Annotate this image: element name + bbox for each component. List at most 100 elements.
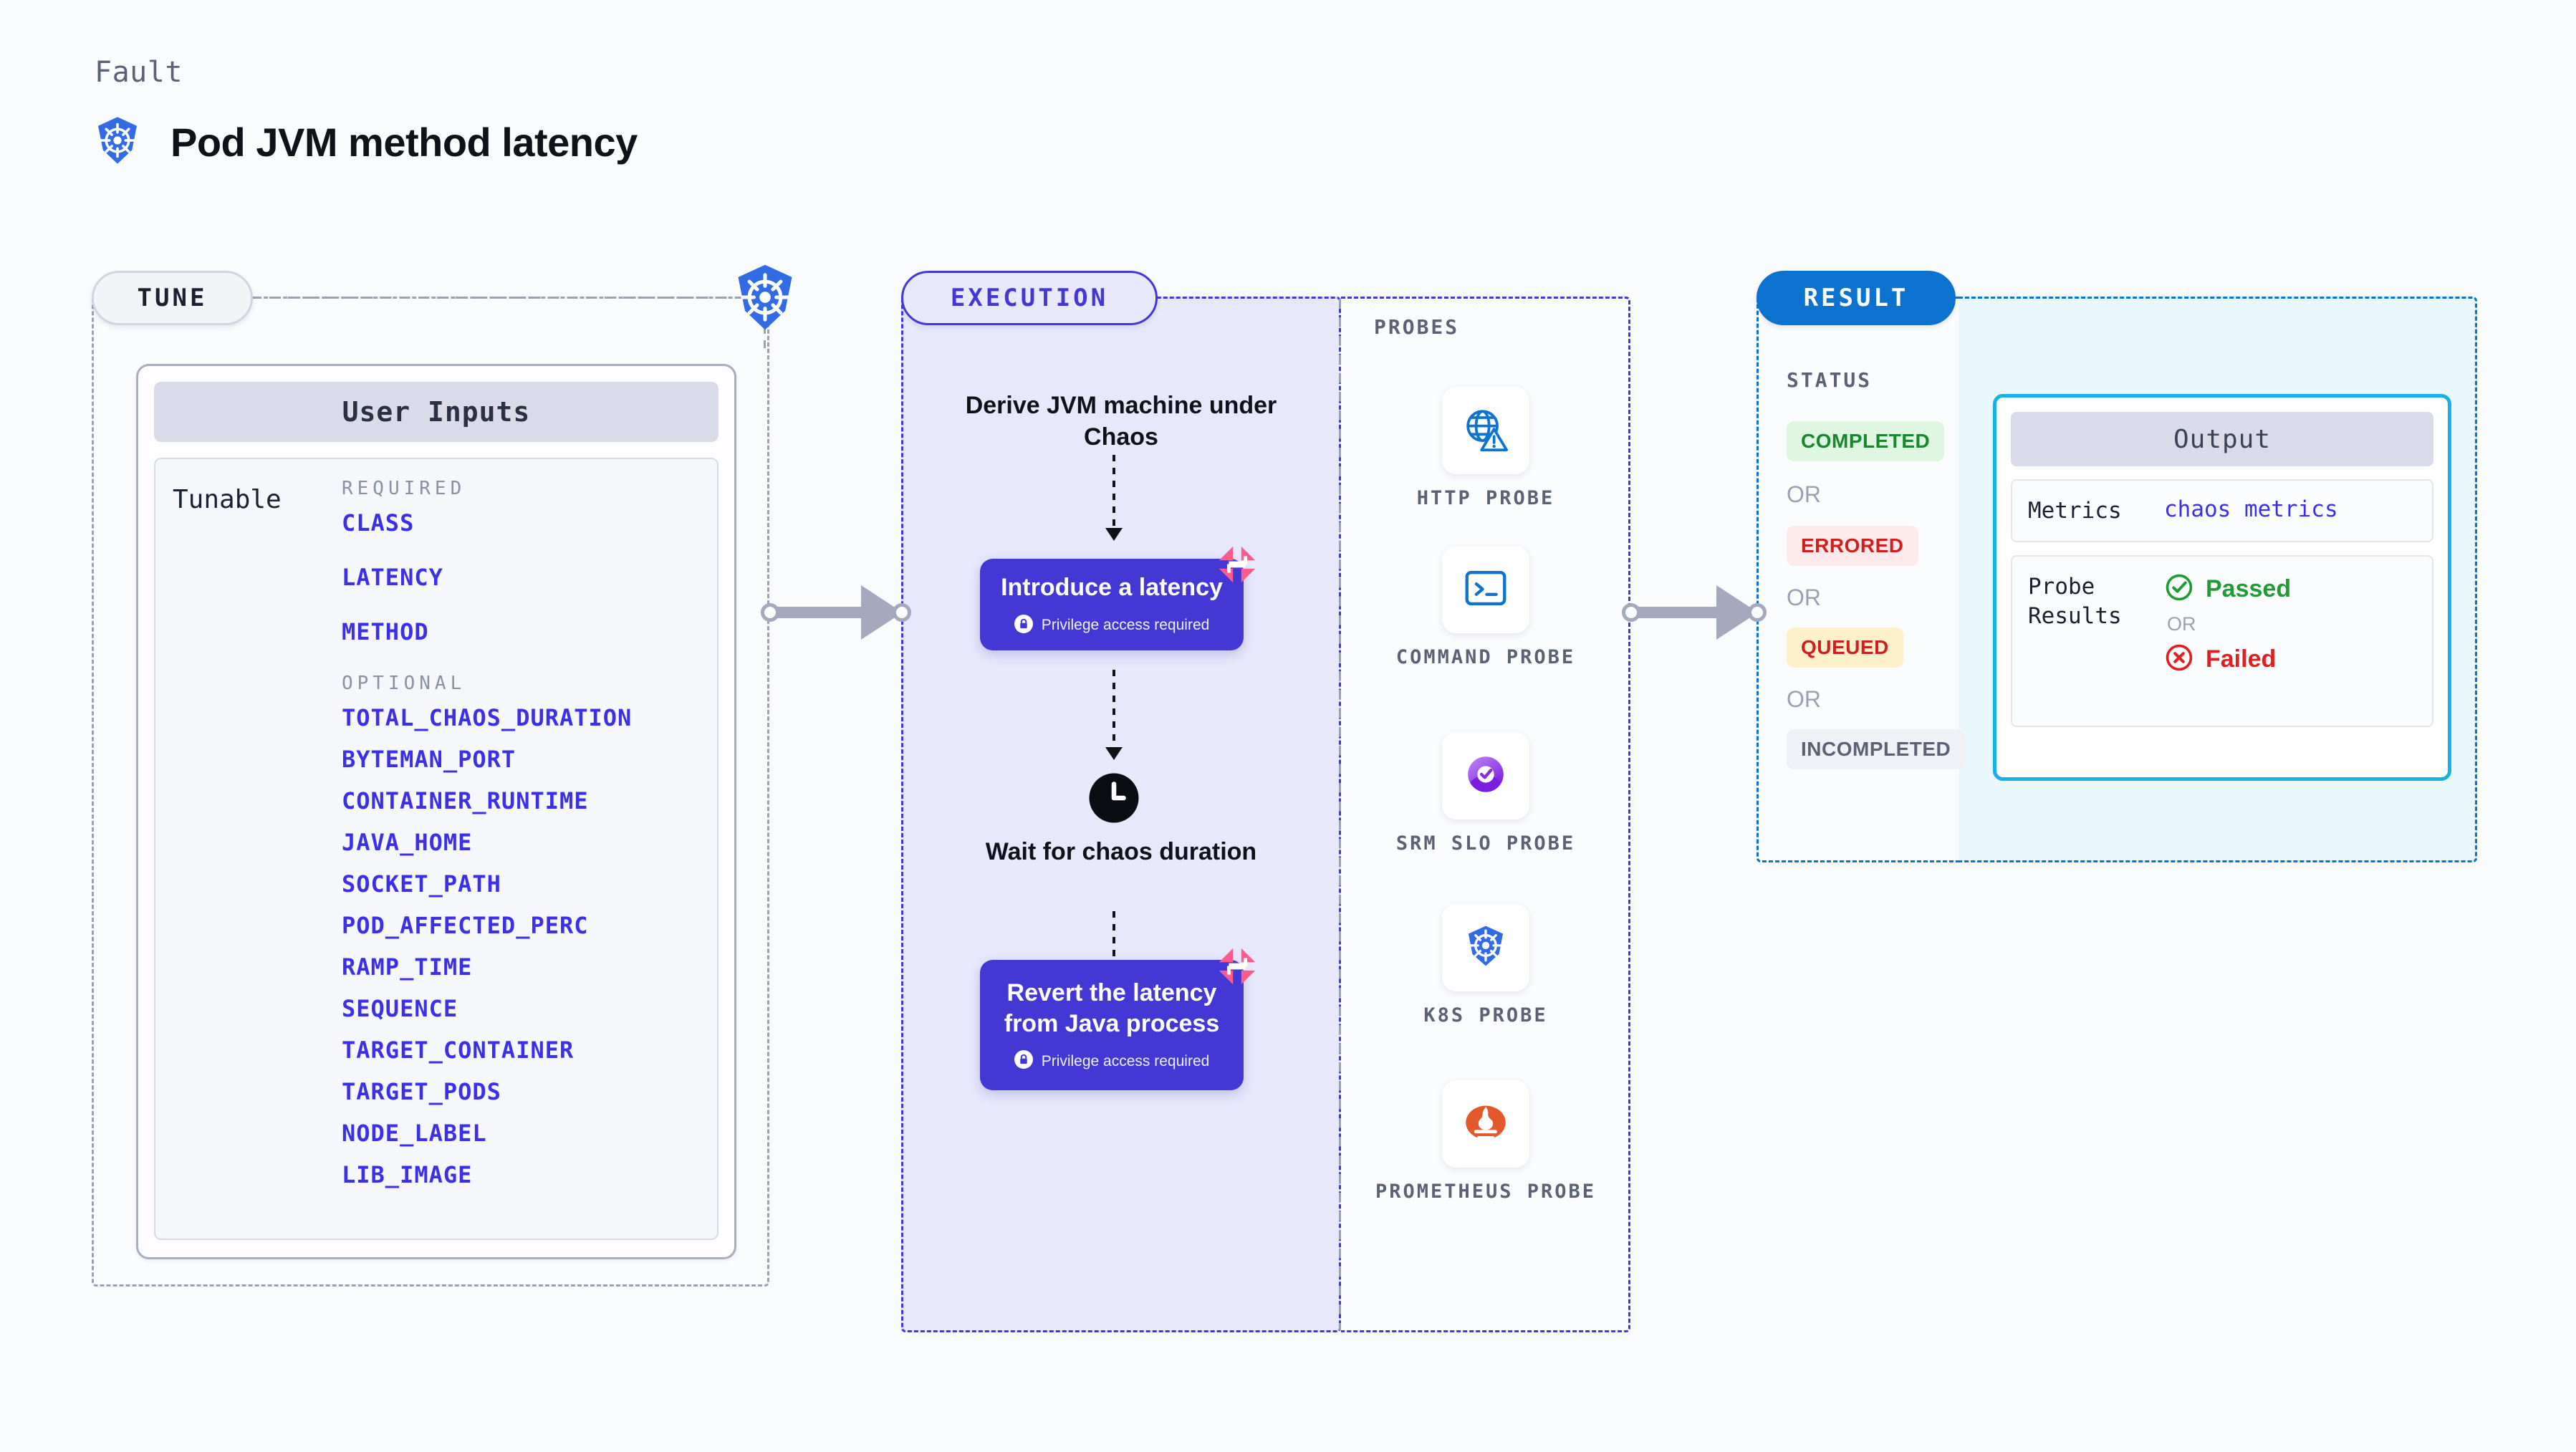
- arrow-line: [777, 607, 884, 618]
- lock-icon: [1014, 614, 1033, 637]
- page-header: Pod JVM method latency: [92, 115, 638, 170]
- status-label: STATUS: [1787, 368, 1873, 392]
- litmus-logo-icon: [1215, 542, 1259, 587]
- tune-connector-stub: [764, 326, 766, 352]
- parameter-item[interactable]: SEQUENCE: [342, 995, 458, 1022]
- probe-item-srm-slo[interactable]: SRM SLO PROBE: [1341, 732, 1630, 856]
- probe-label: HTTP PROBE: [1416, 487, 1555, 509]
- parameter-item[interactable]: LATENCY: [342, 564, 443, 591]
- parameter-item[interactable]: TOTAL_CHAOS_DURATION: [342, 704, 633, 731]
- probe-item-http[interactable]: HTTP PROBE: [1341, 387, 1630, 511]
- arrow-line: [1638, 607, 1739, 618]
- probe-result-or: OR: [2167, 613, 2196, 635]
- probe-results-values: Passed OR Failed: [2164, 572, 2291, 710]
- probe-item-command[interactable]: COMMAND PROBE: [1341, 546, 1630, 670]
- kubernetes-icon: [1461, 921, 1511, 975]
- probe-label: COMMAND PROBE: [1395, 646, 1576, 668]
- execution-step-3-title: Wait for chaos duration: [985, 838, 1257, 865]
- parameter-item[interactable]: SOCKET_PATH: [342, 870, 501, 898]
- probe-tile: [1442, 387, 1529, 474]
- execution-step-2-privilege: Privilege access required: [1014, 614, 1210, 637]
- execution-step-2-title: Introduce a latency: [1001, 574, 1223, 602]
- probe-item-k8s[interactable]: K8S PROBE: [1341, 904, 1630, 1028]
- clock-icon: [1088, 772, 1140, 824]
- user-inputs-title: User Inputs: [154, 382, 719, 442]
- probe-tile: [1442, 1080, 1529, 1168]
- status-or-2: OR: [1787, 585, 1821, 610]
- parameter-item[interactable]: NODE_LABEL: [342, 1120, 487, 1147]
- probe-label: SRM SLO PROBE: [1395, 832, 1576, 855]
- arrow-end-dot: [1748, 603, 1767, 622]
- parameter-item[interactable]: POD_AFFECTED_PERC: [342, 912, 589, 939]
- probe-tile: [1442, 546, 1529, 633]
- execution-step-1-title: Derive JVM machine under Chaos: [965, 392, 1277, 451]
- lock-icon: [1014, 1050, 1033, 1072]
- litmus-logo-icon: [1215, 944, 1259, 989]
- execution-connector-1: [1105, 455, 1123, 541]
- required-group-label: REQUIRED: [342, 478, 466, 499]
- execution-step-4-title: Revert the latency from Java process: [1004, 979, 1220, 1037]
- execution-pill: EXECUTION: [901, 271, 1158, 325]
- probe-label: PROMETHEUS PROBE: [1375, 1181, 1597, 1203]
- parameter-item[interactable]: LIB_IMAGE: [342, 1161, 473, 1188]
- flow-arrow-tune-to-execution: [761, 584, 911, 641]
- privilege-text: Privilege access required: [1041, 1052, 1210, 1069]
- probe-tile: [1442, 904, 1529, 991]
- kubernetes-badge-icon: [729, 261, 801, 333]
- metrics-label: Metrics: [2028, 498, 2122, 524]
- tunable-row-label: Tunable: [173, 485, 282, 514]
- user-inputs-card: User Inputs Tunable REQUIRED CLASS LATEN…: [136, 364, 736, 1259]
- required-parameter-list: CLASS LATENCY METHOD: [342, 509, 704, 645]
- parameter-item[interactable]: CLASS: [342, 509, 415, 537]
- terminal-icon: [1461, 563, 1511, 617]
- probe-result-passed: Passed: [2164, 572, 2291, 606]
- arrow-end-dot: [893, 603, 911, 622]
- parameter-item[interactable]: BYTEMAN_PORT: [342, 746, 516, 773]
- execution-step-4-privilege: Privilege access required: [1014, 1050, 1210, 1072]
- execution-step-4-box[interactable]: Revert the latency from Java process Pri…: [980, 960, 1244, 1090]
- output-card: Output Metrics chaos metrics Probe Resul…: [1993, 394, 2451, 781]
- execution-step-2-box[interactable]: Introduce a latency Privilege access req…: [980, 559, 1244, 650]
- execution-connector-2: [1105, 670, 1123, 760]
- parameter-item[interactable]: JAVA_HOME: [342, 829, 473, 856]
- parameter-item[interactable]: TARGET_CONTAINER: [342, 1037, 575, 1064]
- output-probe-results-row: Probe Results Passed OR: [2011, 555, 2433, 728]
- kubernetes-icon: [92, 115, 143, 170]
- probe-results-label: Probe Results: [2028, 574, 2122, 629]
- status-badge-completed: COMPLETED: [1787, 421, 1945, 461]
- status-or-1: OR: [1787, 481, 1821, 507]
- probe-label: K8S PROBE: [1423, 1004, 1548, 1027]
- parameters-column: REQUIRED CLASS LATENCY METHOD OPTIONAL T…: [342, 478, 717, 1239]
- page-title: Pod JVM method latency: [170, 120, 638, 165]
- parameter-item[interactable]: TARGET_PODS: [342, 1078, 501, 1105]
- status-badge-queued: QUEUED: [1787, 628, 1903, 668]
- user-inputs-body: Tunable REQUIRED CLASS LATENCY METHOD OP…: [154, 458, 719, 1240]
- page-kicker: Fault: [95, 56, 183, 89]
- tune-connector-line: [251, 297, 745, 299]
- status-or-3: OR: [1787, 686, 1821, 712]
- prometheus-icon: [1461, 1097, 1511, 1151]
- parameter-item[interactable]: CONTAINER_RUNTIME: [342, 787, 589, 814]
- status-badge-incompleted: INCOMPLETED: [1787, 729, 1966, 769]
- globe-warning-icon: [1461, 404, 1511, 458]
- parameter-item[interactable]: METHOD: [342, 618, 429, 645]
- status-badge-errored: ERRORED: [1787, 526, 1918, 566]
- passed-label: Passed: [2206, 575, 2292, 603]
- probe-item-prometheus[interactable]: PROMETHEUS PROBE: [1341, 1080, 1630, 1204]
- flow-arrow-probes-to-result: [1622, 584, 1767, 641]
- x-circle-icon: [2164, 643, 2194, 676]
- tune-pill: TUNE: [92, 271, 253, 325]
- output-title: Output: [2011, 412, 2433, 466]
- parameter-item[interactable]: RAMP_TIME: [342, 953, 473, 981]
- optional-group-label: OPTIONAL: [342, 673, 466, 694]
- check-circle-icon: [2164, 572, 2194, 606]
- failed-label: Failed: [2206, 645, 2277, 673]
- probes-label: PROBES: [1374, 315, 1460, 339]
- srm-slo-icon: [1461, 749, 1511, 803]
- metrics-value[interactable]: chaos metrics: [2164, 496, 2338, 522]
- probe-result-failed: Failed: [2164, 643, 2291, 676]
- probe-tile: [1442, 732, 1529, 819]
- output-metrics-row: Metrics chaos metrics: [2011, 479, 2433, 543]
- privilege-text: Privilege access required: [1041, 617, 1210, 634]
